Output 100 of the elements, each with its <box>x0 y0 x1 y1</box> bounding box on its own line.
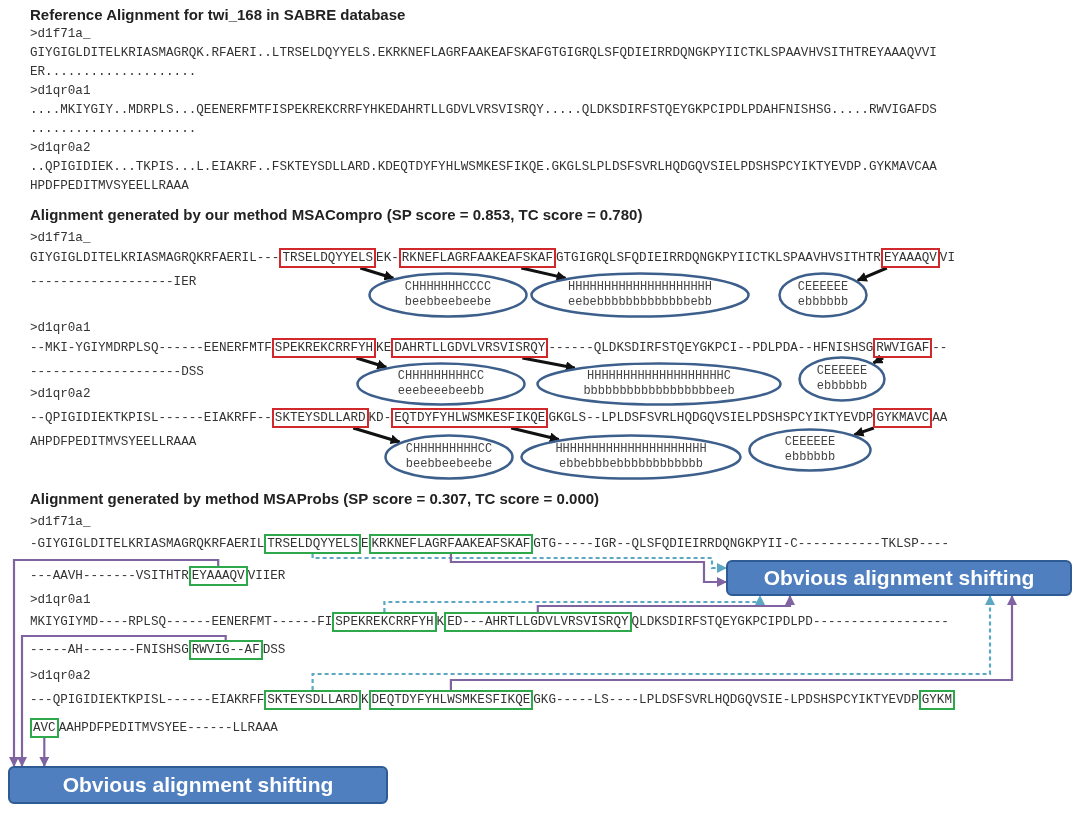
sequence-text: DSS <box>262 642 286 659</box>
structure-string: HHHHHHHHHHHHHHHHHHHC <box>587 369 731 384</box>
sequence-text: -------------------IER <box>30 274 197 291</box>
sequence-text: ER.................... <box>30 64 197 81</box>
sequence-text: -----AH-------FNISHSG <box>30 642 189 659</box>
structure-ellipse <box>748 428 872 472</box>
structure-string: eeebeeebeebb <box>397 384 485 399</box>
arrow <box>853 426 875 437</box>
sequence-text: ---AAVH-------VSITHTR <box>30 568 189 585</box>
section-heading: Alignment generated by our method MSACompro (SP score = 0.853, TC score = 0.780) <box>30 206 643 224</box>
sequence-name: >d1f71a_ <box>30 230 91 247</box>
callout-label: Obvious alignment shifting <box>726 560 1072 596</box>
section-heading: Reference Alignment for twi_168 in SABRE database <box>30 6 406 24</box>
structure-string: ebbebbbebbbbbbbbbbbb <box>559 457 703 472</box>
arrow <box>359 266 395 281</box>
sequence-text: --------------------DSS <box>30 364 204 381</box>
sequence-text: VIIER <box>247 568 286 585</box>
structure-string: ebbbbbb <box>797 295 849 310</box>
structure-string: eebebbbbbbbbbbbbbebb <box>568 295 712 310</box>
structure-string: CHHHHHHHHHCC <box>397 369 485 384</box>
arrow <box>449 595 1017 690</box>
sequence-text: GTG-----IGR--QLSFQDIEIRRDQNGKPYII-C-----------TKLSP---- <box>533 536 949 553</box>
highlighted-segment: SKTEYSDLLARD <box>271 408 369 428</box>
sequence-text: ..QPIGIDIEK...TKPIS...L.EIAKRF..FSKTEYSDLLARD.KDEQTDYFYHLWSMKESFIKQE.GKGLSLPLDSFSVRLHQDGQVSIELPDSHSPCYIKTYEVDP.GYKMAVCAA <box>30 159 937 176</box>
structure-string: HHHHHHHHHHHHHHHHHHHHH <box>555 442 707 457</box>
highlighted-segment: AVC <box>30 718 59 738</box>
sequence-name: >d1qr0a1 <box>30 83 91 100</box>
arrow <box>872 354 884 365</box>
sequence-text: GTGIGRQLSFQDIEIRRDQNGKPYIICTKLSPAAVHVSITHTR <box>555 250 881 267</box>
sequence-text: K <box>436 614 445 631</box>
structure-ellipse <box>356 362 526 406</box>
arrow <box>522 356 576 372</box>
structure-ellipse <box>520 434 742 480</box>
sequence-name: >d1qr0a2 <box>30 386 91 403</box>
sequence-text: -GIYGIGLDITELKRIASMAGRQKRFAERIL <box>30 536 265 553</box>
structure-ellipse <box>536 362 782 406</box>
arrow <box>9 558 220 767</box>
sequence-text: ...................... <box>30 121 197 138</box>
sequence-text: --MKI-YGIYMDRPLSQ------EENERFMTF <box>30 340 272 357</box>
arrow <box>383 595 765 612</box>
sequence-text: GKG-----LS----LPLDSFSVRLHQDGQVSIE-LPDSHSPCYIKTYEVDP <box>533 692 919 709</box>
highlighted-segment: RKNEFLAGRFAAKEAFSKAF <box>398 248 556 268</box>
sequence-text: --QPIGIDIEKTKPISL------EIAKRFF-- <box>30 410 272 427</box>
highlighted-segment: EYAAAQV <box>880 248 940 268</box>
highlighted-segment: DAHRTLLGDVLVRSVISRQY <box>391 338 549 358</box>
highlighted-segment: ED---AHRTLLGDVLVRSVISRQY <box>444 612 632 632</box>
arrow <box>510 426 560 443</box>
arrow <box>449 554 727 587</box>
highlighted-segment: SPEKREKCRRFYH <box>271 338 377 358</box>
structure-string: HHHHHHHHHHHHHHHHHHHH <box>568 280 712 295</box>
structure-string: CEEEEEE <box>797 280 849 295</box>
structure-string: CHHHHHHHCCCC <box>404 280 492 295</box>
highlighted-segment: EYAAAQV <box>188 566 248 586</box>
structure-ellipse <box>530 272 750 318</box>
structure-ellipse <box>778 272 868 318</box>
sequence-text: KE <box>376 340 392 357</box>
sequence-name: >d1qr0a2 <box>30 668 91 685</box>
sequence-text: VI <box>939 250 955 267</box>
sequence-text: QLDKSDIRFSTQEYGKPCIPDLPD------------------ <box>631 614 949 631</box>
structure-string: ebbbbbb <box>816 379 868 394</box>
sequence-text: AAHPDFPEDITMVSYEE------LLRAAA <box>58 720 278 737</box>
highlighted-segment: GYKM <box>918 690 955 710</box>
arrow <box>536 595 795 612</box>
arrow <box>311 553 727 573</box>
sequence-text: EK- <box>376 250 399 267</box>
structure-string: bbbbbbbbbbbbbbbbbbeeb <box>583 384 735 399</box>
highlighted-segment: SPEKREKCRRFYH <box>332 612 437 632</box>
sequence-text: ------QLDKSDIRFSTQEYGKPCI--PDLPDA--HFNISHSG <box>548 340 874 357</box>
arrow <box>17 634 227 767</box>
sequence-name: >d1qr0a1 <box>30 320 91 337</box>
highlighted-segment: RWVIG--AF <box>188 640 263 660</box>
structure-ellipse <box>368 272 528 318</box>
structure-string: CHHHHHHHHHCC <box>405 442 493 457</box>
structure-string: beebbeebeebe <box>405 457 493 472</box>
sequence-text: AA <box>932 410 948 427</box>
highlighted-segment: GYKMAVC <box>873 408 933 428</box>
sequence-name: >d1qr0a2 <box>30 140 91 157</box>
sequence-text: MKIYGIYMD----RPLSQ------EENERFMT------FI <box>30 614 333 631</box>
section-heading: Alignment generated by method MSAProbs (SP score = 0.307, TC score = 0.000) <box>30 490 600 508</box>
structure-string: CEEEEEE <box>784 435 836 450</box>
sequence-text: -- <box>932 340 948 357</box>
sequence-text: KD- <box>368 410 392 427</box>
sequence-name: >d1f71a_ <box>30 514 91 531</box>
sequence-text: GIYGIGLDITELKRIASMAGRQK.RFAERI..LTRSELDQYYELS.EKRKNEFLAGRFAAKEAFSKAFGTGIGRQLSFQDIEIRRDQNGKPYIICTKLSPAAVHVSITHTREYAAAQVVI <box>30 45 937 62</box>
highlighted-segment: TRSELDQYYELS <box>279 248 377 268</box>
structure-ellipse <box>384 434 514 480</box>
arrow <box>856 266 888 282</box>
arrow <box>356 356 388 370</box>
highlighted-segment: EQTDYFYHLWSMKESFIKQE <box>391 408 549 428</box>
sequence-name: >d1f71a_ <box>30 26 91 43</box>
arrow <box>311 595 995 690</box>
highlighted-segment: KRKNEFLAGRFAAKEAFSKAF <box>368 534 534 554</box>
arrow <box>352 426 401 445</box>
highlighted-segment: DEQTDYFYHLWSMKESFIKQE <box>368 690 534 710</box>
sequence-text: AHPDFPEDITMVSYEELLRAAA <box>30 434 197 451</box>
highlighted-segment: RWVIGAF <box>873 338 933 358</box>
sequence-text: GIYGIGLDITELKRIASMAGRQKRFAERIL--- <box>30 250 280 267</box>
sequence-text: GKGLS--LPLDSFSVRLHQDGQVSIELPDSHSPCYIKTYEVDP <box>548 410 874 427</box>
structure-string: beebbeebeebe <box>404 295 492 310</box>
structure-string: ebbbbbb <box>784 450 836 465</box>
